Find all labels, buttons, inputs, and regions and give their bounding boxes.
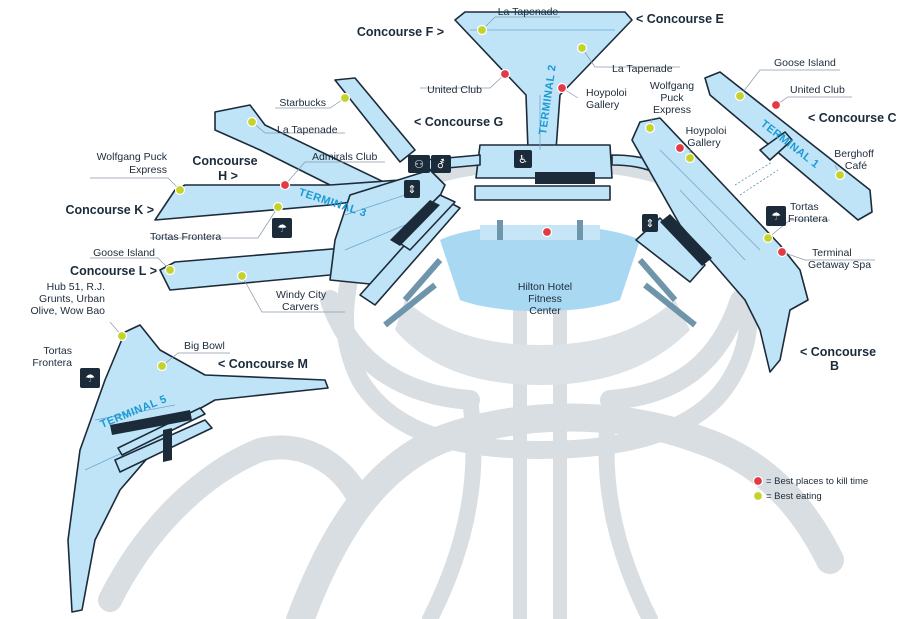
label-wolfgang-b-2: Puck <box>660 92 684 104</box>
concourse-f-label: Concourse F > <box>357 25 444 39</box>
roadway-network <box>98 159 844 619</box>
poi-windy-city[interactable] <box>236 270 248 282</box>
concourse-k-label: Concourse K > <box>65 203 154 217</box>
svg-text:☂: ☂ <box>85 372 95 385</box>
label-wolfgang-b-1: Wolfgang <box>650 80 694 92</box>
poi-admirals-club[interactable] <box>279 179 291 191</box>
label-hub51-2: Grunts, Urban <box>39 293 105 305</box>
concourse-c-label: < Concourse C <box>808 111 897 125</box>
label-tortas-b-1: Tortas <box>790 201 819 213</box>
shower-icon-t5[interactable]: ☂ <box>80 368 100 388</box>
svg-text:⚇: ⚇ <box>414 158 424 171</box>
label-big-bowl: Big Bowl <box>184 340 225 352</box>
terminal-3 <box>154 77 461 306</box>
label-tortas-b-2: Frontera <box>788 213 828 225</box>
label-la-tapenade-h: La Tapenade <box>277 124 338 136</box>
label-united-club-c: United Club <box>790 84 845 96</box>
label-hoypoloi-b-2: Gallery <box>687 137 721 149</box>
svg-text:☂: ☂ <box>277 222 287 235</box>
svg-text:⚦: ⚦ <box>436 158 445 171</box>
svg-text:♿: ♿ <box>518 153 528 166</box>
label-starbucks: Starbucks <box>279 97 326 109</box>
label-hub51-3: Olive, Wow Bao <box>31 305 106 317</box>
svg-text:☂: ☂ <box>771 210 781 223</box>
legend-green-label: = Best eating <box>766 491 822 502</box>
label-hub51-1: Hub 51, R.J. <box>47 281 105 293</box>
label-hoypoloi-b-1: Hoypoloi <box>686 125 727 137</box>
poi-tortas-k[interactable] <box>272 201 284 213</box>
poi-tortas-b[interactable] <box>762 232 774 244</box>
label-la-tapenade-e: La Tapenade <box>498 6 559 18</box>
poi-wolfgang-h[interactable] <box>174 184 186 196</box>
poi-wolfgang-b[interactable] <box>644 122 656 134</box>
restrooms-icon-t3[interactable]: ⚦ <box>431 155 451 173</box>
label-hoypoloi-t2-1: Hoypoloi <box>586 87 627 99</box>
leader-lines <box>90 16 875 367</box>
label-hilton-3: Center <box>529 305 561 317</box>
label-wolfgang-h-1: Wolfgang Puck <box>97 151 168 163</box>
label-hilton-2: Fitness <box>528 293 562 305</box>
label-wolfgang-b-3: Express <box>653 104 691 116</box>
poi-hilton-fitness[interactable] <box>541 226 553 238</box>
poi-big-bowl[interactable] <box>156 360 168 372</box>
poi-hoypoloi-t2[interactable] <box>556 82 568 94</box>
concourse-g-label: < Concourse G <box>414 115 503 129</box>
poi-united-club-c[interactable] <box>770 99 782 111</box>
poi-la-tapenade-e2[interactable] <box>576 42 588 54</box>
concourse-b-label-line2: B <box>830 359 839 373</box>
label-terminal-spa-2: Getaway Spa <box>808 259 871 271</box>
poi-hub51[interactable] <box>116 330 128 342</box>
map-legend: = Best places to kill time = Best eating <box>752 475 868 502</box>
legend-red-label: = Best places to kill time <box>766 476 868 487</box>
label-windy-city-2: Carvers <box>282 301 319 313</box>
concourse-m-label: < Concourse M <box>218 357 308 371</box>
concourse-h-label-line1: Concourse <box>192 154 257 168</box>
poi-hoypoloi-b[interactable] <box>674 142 686 154</box>
svg-text:⇕: ⇕ <box>645 217 654 230</box>
label-united-club-t2: United Club <box>427 84 482 96</box>
concourse-h-label-line2: H > <box>218 169 238 183</box>
label-windy-city-1: Windy City <box>276 289 327 301</box>
poi-goose-island-l[interactable] <box>164 264 176 276</box>
poi-starbucks[interactable] <box>339 92 351 104</box>
poi-markers <box>116 24 846 372</box>
poi-goose-island-c[interactable] <box>734 90 746 102</box>
baggage-icon-t2[interactable]: ♿ <box>514 150 532 168</box>
shower-icon-k[interactable]: ☂ <box>272 218 292 238</box>
poi-la-tapenade-e[interactable] <box>476 24 488 36</box>
poi-la-tapenade-h[interactable] <box>246 116 258 128</box>
terminal-2 <box>424 11 691 201</box>
svg-text:⇕: ⇕ <box>407 183 416 196</box>
label-tortas-t5-1: Tortas <box>43 345 72 357</box>
label-hilton-1: Hilton Hotel <box>518 281 572 293</box>
poi-united-club-t2[interactable] <box>499 68 511 80</box>
poi-terminal-spa[interactable] <box>776 246 788 258</box>
label-wolfgang-h-2: Express <box>129 164 167 176</box>
label-terminal-spa-1: Terminal <box>812 247 852 259</box>
poi-berghoff[interactable] <box>834 169 846 181</box>
label-tortas-t5-2: Frontera <box>32 357 72 369</box>
label-tortas-k: Tortas Frontera <box>150 231 221 243</box>
label-berghoff-2: Café <box>845 160 867 172</box>
family-restroom-icon[interactable]: ⚇ <box>408 155 430 173</box>
concourse-l-label: Concourse L > <box>70 264 157 278</box>
terminal-5 <box>67 324 329 613</box>
concourse-e-label: < Concourse E <box>636 12 724 26</box>
concourse-b-label-line1: < Concourse <box>800 345 876 359</box>
label-berghoff-1: Berghoff <box>834 148 874 160</box>
poi-hoypoloi-b-eat[interactable] <box>684 152 696 164</box>
elevator-icon-t1[interactable]: ⇕ <box>642 214 658 232</box>
label-la-tapenade-e2: La Tapenade <box>612 63 673 75</box>
legend-green-dot <box>752 490 764 502</box>
legend-red-dot <box>752 475 764 487</box>
label-hoypoloi-t2-2: Gallery <box>586 99 620 111</box>
central-courtyard <box>383 220 697 328</box>
shower-icon-b[interactable]: ☂ <box>766 206 786 226</box>
label-admirals-club: Admirals Club <box>312 151 378 163</box>
elevator-icon-t3[interactable]: ⇕ <box>404 180 420 198</box>
label-goose-island-l: Goose Island <box>93 247 155 259</box>
label-goose-island-c: Goose Island <box>774 57 836 69</box>
